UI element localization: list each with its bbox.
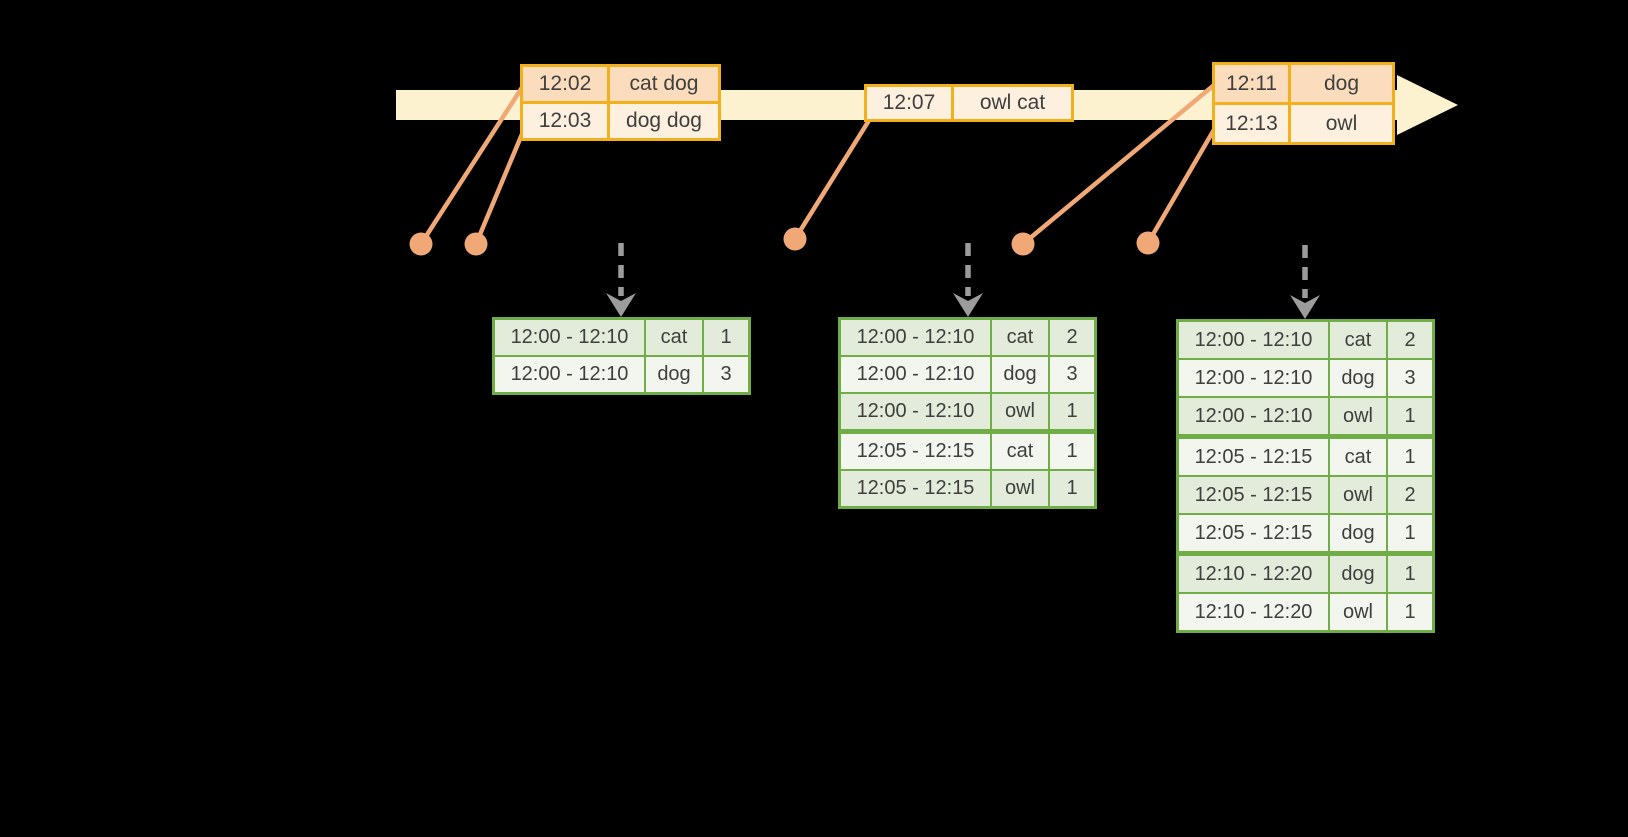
- cell-word: cat: [1330, 322, 1386, 358]
- cell-window: 12:00 - 12:10: [1179, 398, 1328, 434]
- cell-word: cat: [646, 320, 702, 355]
- cell-word: dog: [1330, 556, 1386, 592]
- cell-window: 12:05 - 12:15: [1179, 477, 1328, 513]
- cell-count: 1: [1050, 471, 1094, 506]
- cell-window: 12:10 - 12:20: [1179, 556, 1328, 592]
- event-line-1207: [792, 119, 871, 242]
- cell-word: dog: [992, 357, 1048, 392]
- trigger-arrowhead-3: [1290, 295, 1320, 319]
- event-line-1203: [473, 124, 528, 247]
- trigger-arrowhead-2: [953, 293, 983, 317]
- cell-words: cat dog: [610, 67, 718, 101]
- cell-words: dog: [1291, 65, 1392, 102]
- cell-window: 12:00 - 12:10: [495, 320, 644, 355]
- cell-count: 1: [1388, 398, 1432, 434]
- cell-time: 12:11: [1215, 65, 1288, 102]
- trigger-arrowhead-1: [606, 293, 636, 317]
- cell-words: dog dog: [610, 104, 718, 138]
- cell-window: 12:00 - 12:10: [841, 394, 990, 429]
- cell-word: cat: [1330, 439, 1386, 475]
- cell-window: 12:05 - 12:15: [841, 434, 990, 469]
- event-line-1213: [1145, 125, 1218, 246]
- cell-word: dog: [646, 357, 702, 392]
- cell-count: 2: [1050, 320, 1094, 355]
- event-dot-1211: [1011, 232, 1035, 256]
- cell-count: 3: [1388, 360, 1432, 396]
- cell-window: 12:00 - 12:10: [495, 357, 644, 392]
- event-line-1202: [418, 83, 526, 247]
- cell-time: 12:13: [1215, 105, 1288, 142]
- cell-count: 1: [1388, 515, 1432, 551]
- cell-word: cat: [992, 320, 1048, 355]
- cell-window: 12:00 - 12:10: [1179, 360, 1328, 396]
- cell-window: 12:05 - 12:15: [1179, 439, 1328, 475]
- cell-window: 12:00 - 12:10: [841, 357, 990, 392]
- cell-time: 12:03: [523, 104, 607, 138]
- cell-count: 1: [1050, 394, 1094, 429]
- cell-count: 1: [1388, 556, 1432, 592]
- cell-window: 12:05 - 12:15: [1179, 515, 1328, 551]
- cell-count: 3: [704, 357, 748, 392]
- event-dot-1207: [783, 227, 807, 251]
- cell-word: dog: [1330, 515, 1386, 551]
- event-line-1211: [1020, 82, 1217, 247]
- cell-count: 1: [1388, 594, 1432, 630]
- event-dot-1213: [1136, 231, 1160, 255]
- cell-word: cat: [992, 434, 1048, 469]
- cell-count: 1: [1050, 434, 1094, 469]
- cell-word: owl: [1330, 594, 1386, 630]
- event-dot-1203: [464, 232, 488, 256]
- cell-word: owl: [992, 394, 1048, 429]
- cell-count: 3: [1050, 357, 1094, 392]
- cell-window: 12:00 - 12:10: [1179, 322, 1328, 358]
- cell-count: 1: [704, 320, 748, 355]
- event-dot-1202: [409, 232, 433, 256]
- cell-time: 12:02: [523, 67, 607, 101]
- cell-word: owl: [1330, 477, 1386, 513]
- cell-time: 12:07: [867, 87, 951, 119]
- cell-count: 2: [1388, 477, 1432, 513]
- cell-count: 1: [1388, 439, 1432, 475]
- cell-words: owl cat: [954, 87, 1071, 119]
- cell-word: owl: [992, 471, 1048, 506]
- cell-words: owl: [1291, 105, 1392, 142]
- cell-window: 12:10 - 12:20: [1179, 594, 1328, 630]
- cell-count: 2: [1388, 322, 1432, 358]
- cell-window: 12:05 - 12:15: [841, 471, 990, 506]
- cell-word: dog: [1330, 360, 1386, 396]
- cell-window: 12:00 - 12:10: [841, 320, 990, 355]
- cell-word: owl: [1330, 398, 1386, 434]
